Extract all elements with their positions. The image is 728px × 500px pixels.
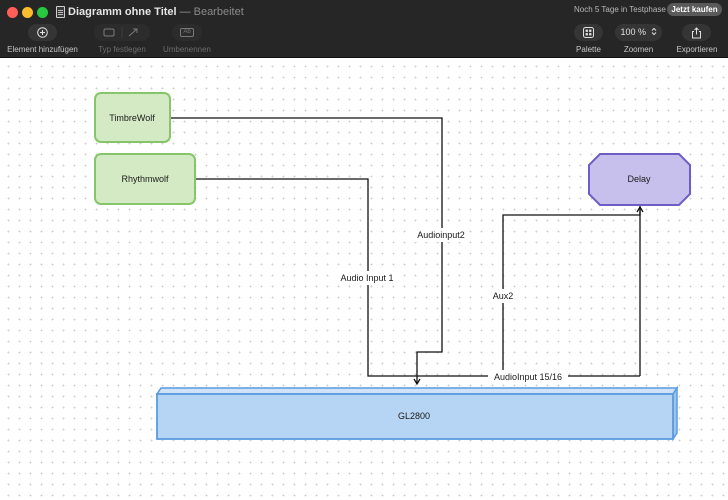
- diagram-svg: Audioinput2 Audio Input 1 Aux2 AudioInpu…: [94, 92, 691, 442]
- close-window-button[interactable]: [7, 7, 18, 18]
- edge-label-audioinput2[interactable]: Audioinput2: [417, 230, 465, 240]
- buy-now-button[interactable]: Jetzt kaufen: [667, 3, 722, 16]
- palette-grid-icon: [583, 27, 594, 38]
- node-label-gl2800: GL2800: [398, 411, 430, 421]
- minimize-window-button[interactable]: [22, 7, 33, 18]
- plus-circle-icon: [37, 27, 48, 38]
- add-element-label: Element hinzufügen: [7, 45, 78, 54]
- edge-label-bg: [488, 370, 568, 384]
- rename-icon: Ab: [180, 28, 194, 37]
- edge-label-bg: [490, 289, 517, 303]
- node-rhythmwolf[interactable]: Rhythmwolf: [94, 153, 196, 205]
- window-toolbar: Diagramm ohne Titel—Bearbeitet Noch 5 Ta…: [0, 0, 728, 58]
- edge-label-bg: [337, 271, 398, 285]
- trial-notice: Noch 5 Tage in Testphase: [574, 5, 666, 14]
- edge-label-bg: [413, 228, 469, 242]
- node-label-delay: Delay: [627, 174, 651, 184]
- zoom-label: Zoomen: [623, 45, 654, 54]
- export-button[interactable]: [682, 24, 711, 41]
- up-down-chevron-icon: [651, 27, 656, 36]
- palette-label: Palette: [576, 45, 601, 54]
- node-gl2800[interactable]: GL2800: [155, 385, 679, 442]
- palette-button[interactable]: [574, 24, 603, 41]
- maximize-window-button[interactable]: [37, 7, 48, 18]
- node-label-timbrewolf: TimbreWolf: [109, 113, 155, 123]
- share-icon: [692, 26, 701, 38]
- zoom-select[interactable]: 100 %: [615, 24, 662, 41]
- add-element-button[interactable]: [28, 24, 57, 41]
- document-name: Diagramm ohne Titel: [68, 6, 177, 18]
- export-label: Exportieren: [676, 45, 718, 54]
- shape-type-icons: [103, 27, 138, 38]
- set-type-label: Typ festlegen: [98, 45, 146, 54]
- set-type-segmented[interactable]: [94, 24, 150, 41]
- diagram-canvas[interactable]: Audioinput2 Audio Input 1 Aux2 AudioInpu…: [0, 58, 728, 500]
- edge-label-aux2[interactable]: Aux2: [493, 291, 514, 301]
- rename-button[interactable]: Ab: [172, 24, 202, 41]
- rename-label: Umbenennen: [162, 45, 212, 54]
- title-separator: —: [179, 6, 191, 18]
- zoom-value: 100 %: [620, 27, 646, 37]
- edge-label-audio-input-1[interactable]: Audio Input 1: [340, 273, 393, 283]
- node-delay[interactable]: Delay: [588, 153, 691, 206]
- edge-timbrewolf-gl2800[interactable]: [170, 117, 443, 386]
- node-label-rhythmwolf: Rhythmwolf: [121, 174, 169, 184]
- document-icon: [56, 6, 65, 18]
- edge-gl2800-delay[interactable]: [502, 205, 641, 376]
- edge-label-audioinput-15-16[interactable]: AudioInput 15/16: [494, 372, 562, 382]
- edge-rhythmwolf-gl2800[interactable]: [195, 178, 640, 377]
- node-timbrewolf[interactable]: TimbreWolf: [94, 92, 171, 143]
- document-status: Bearbeitet: [193, 6, 244, 18]
- window-title: Diagramm ohne Titel—Bearbeitet: [68, 6, 244, 18]
